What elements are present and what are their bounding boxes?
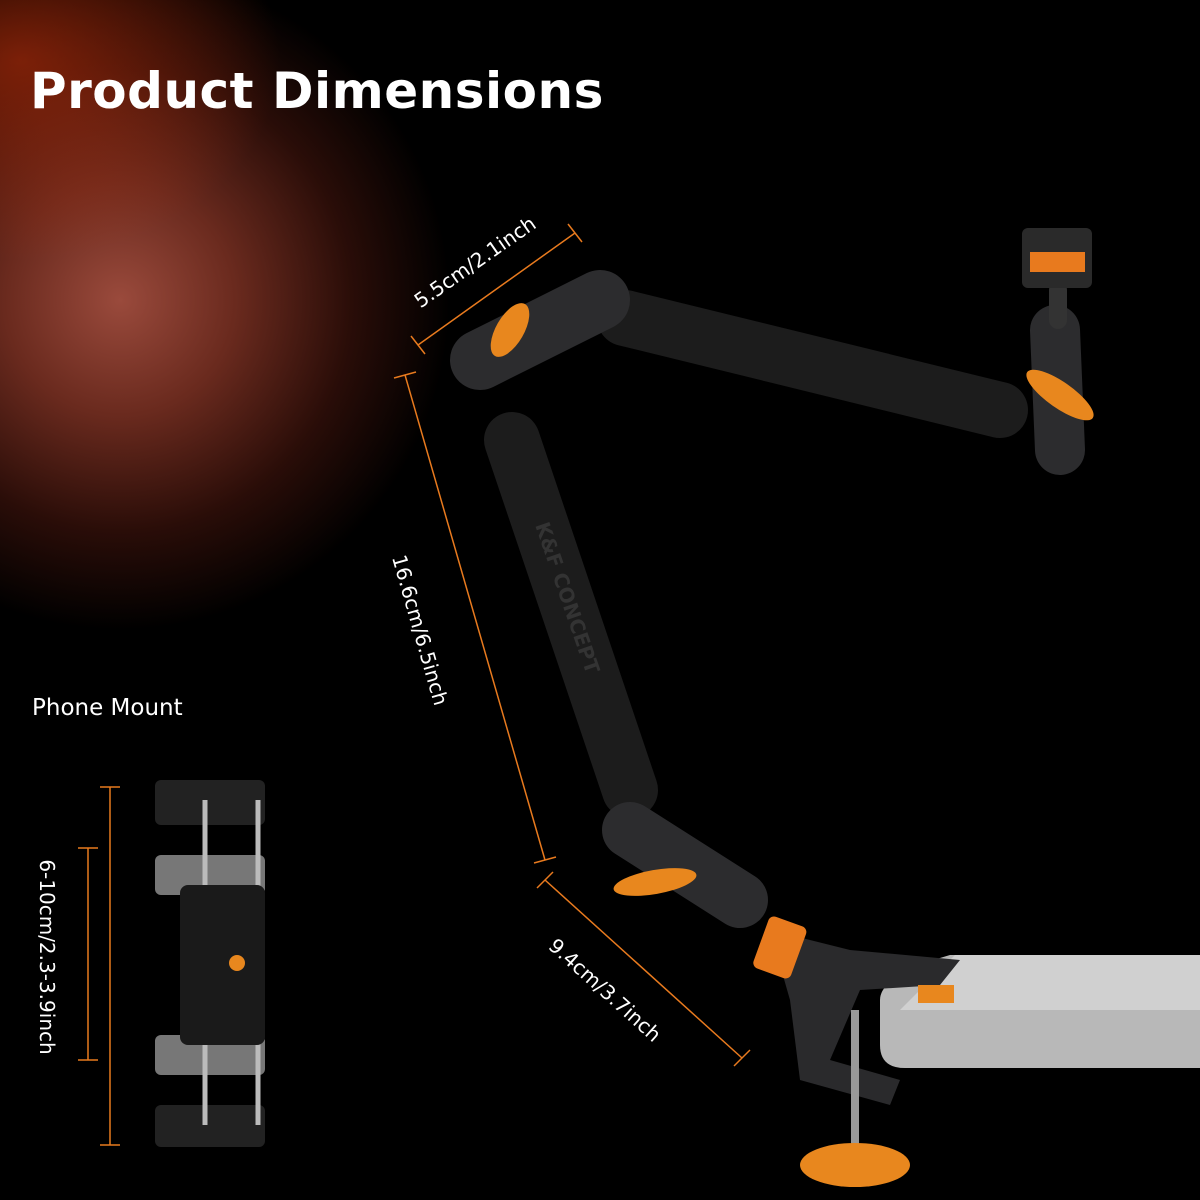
orange-knobs [490,303,1094,896]
clamp-knob [800,1143,910,1187]
lower-arm [484,412,658,818]
upper-arm [597,290,1028,438]
dimension-phone-mount-range: 6-10cm/2.3-3.9inch [35,859,59,1055]
dimension-lines [78,223,751,1146]
super-clamp [770,930,960,1105]
phone-mount-label: Phone Mount [32,695,183,721]
phone-mount-illustration [155,780,265,1147]
page-title: Product Dimensions [30,62,604,120]
